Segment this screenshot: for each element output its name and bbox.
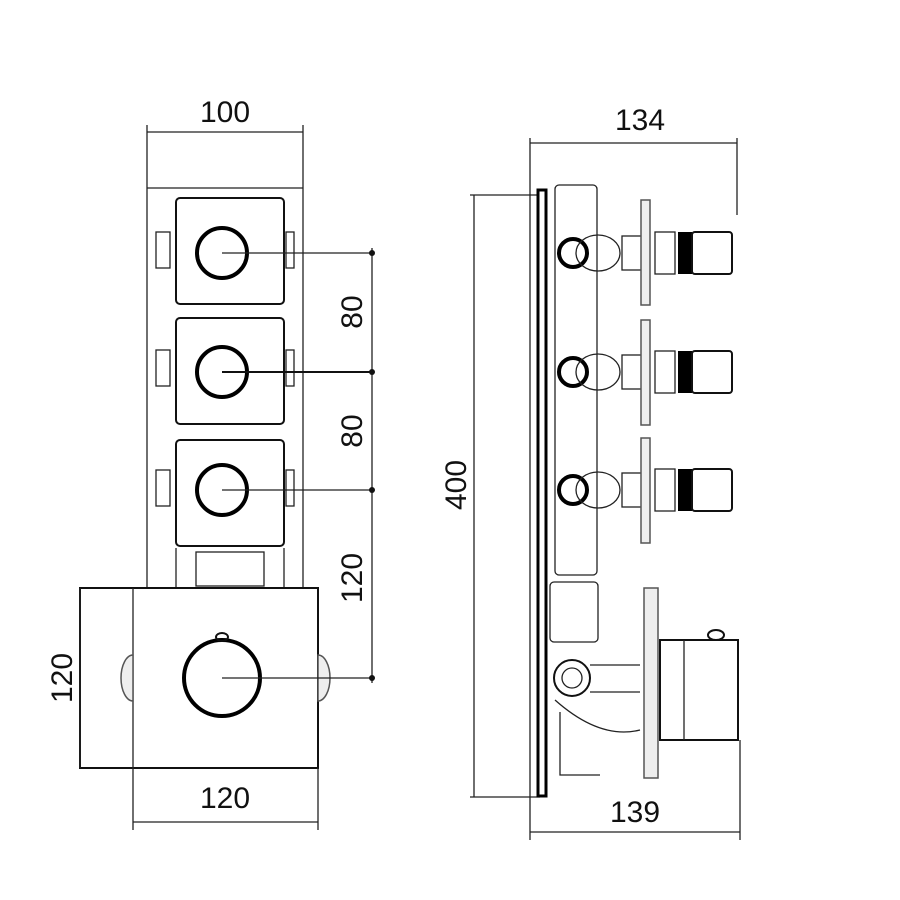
dimension-label-box-width: 120 bbox=[200, 782, 250, 815]
valve-module bbox=[155, 439, 295, 547]
valve-side bbox=[557, 437, 733, 544]
valve-side bbox=[557, 319, 733, 426]
thermostat-side bbox=[549, 581, 739, 779]
dimension-label-depth-top: 134 bbox=[615, 104, 665, 137]
dimension-label-depth-bottom: 139 bbox=[610, 796, 660, 829]
dimension-label-spacing-1: 80 bbox=[336, 295, 369, 328]
dimension-label-spacing-2: 80 bbox=[336, 414, 369, 447]
wall-plate bbox=[536, 188, 548, 798]
valve-side bbox=[557, 199, 733, 306]
dimension-label-height: 400 bbox=[440, 460, 473, 510]
dimension-label-width-top: 100 bbox=[200, 96, 250, 129]
dimension-label-box-height: 120 bbox=[46, 653, 79, 703]
side-view: 134 400 bbox=[440, 104, 741, 840]
dimension-label-spacing-3: 120 bbox=[336, 553, 369, 603]
valve-module bbox=[155, 197, 295, 305]
front-view: 100 bbox=[46, 96, 375, 830]
valve-body bbox=[554, 184, 598, 576]
connector bbox=[195, 551, 265, 587]
